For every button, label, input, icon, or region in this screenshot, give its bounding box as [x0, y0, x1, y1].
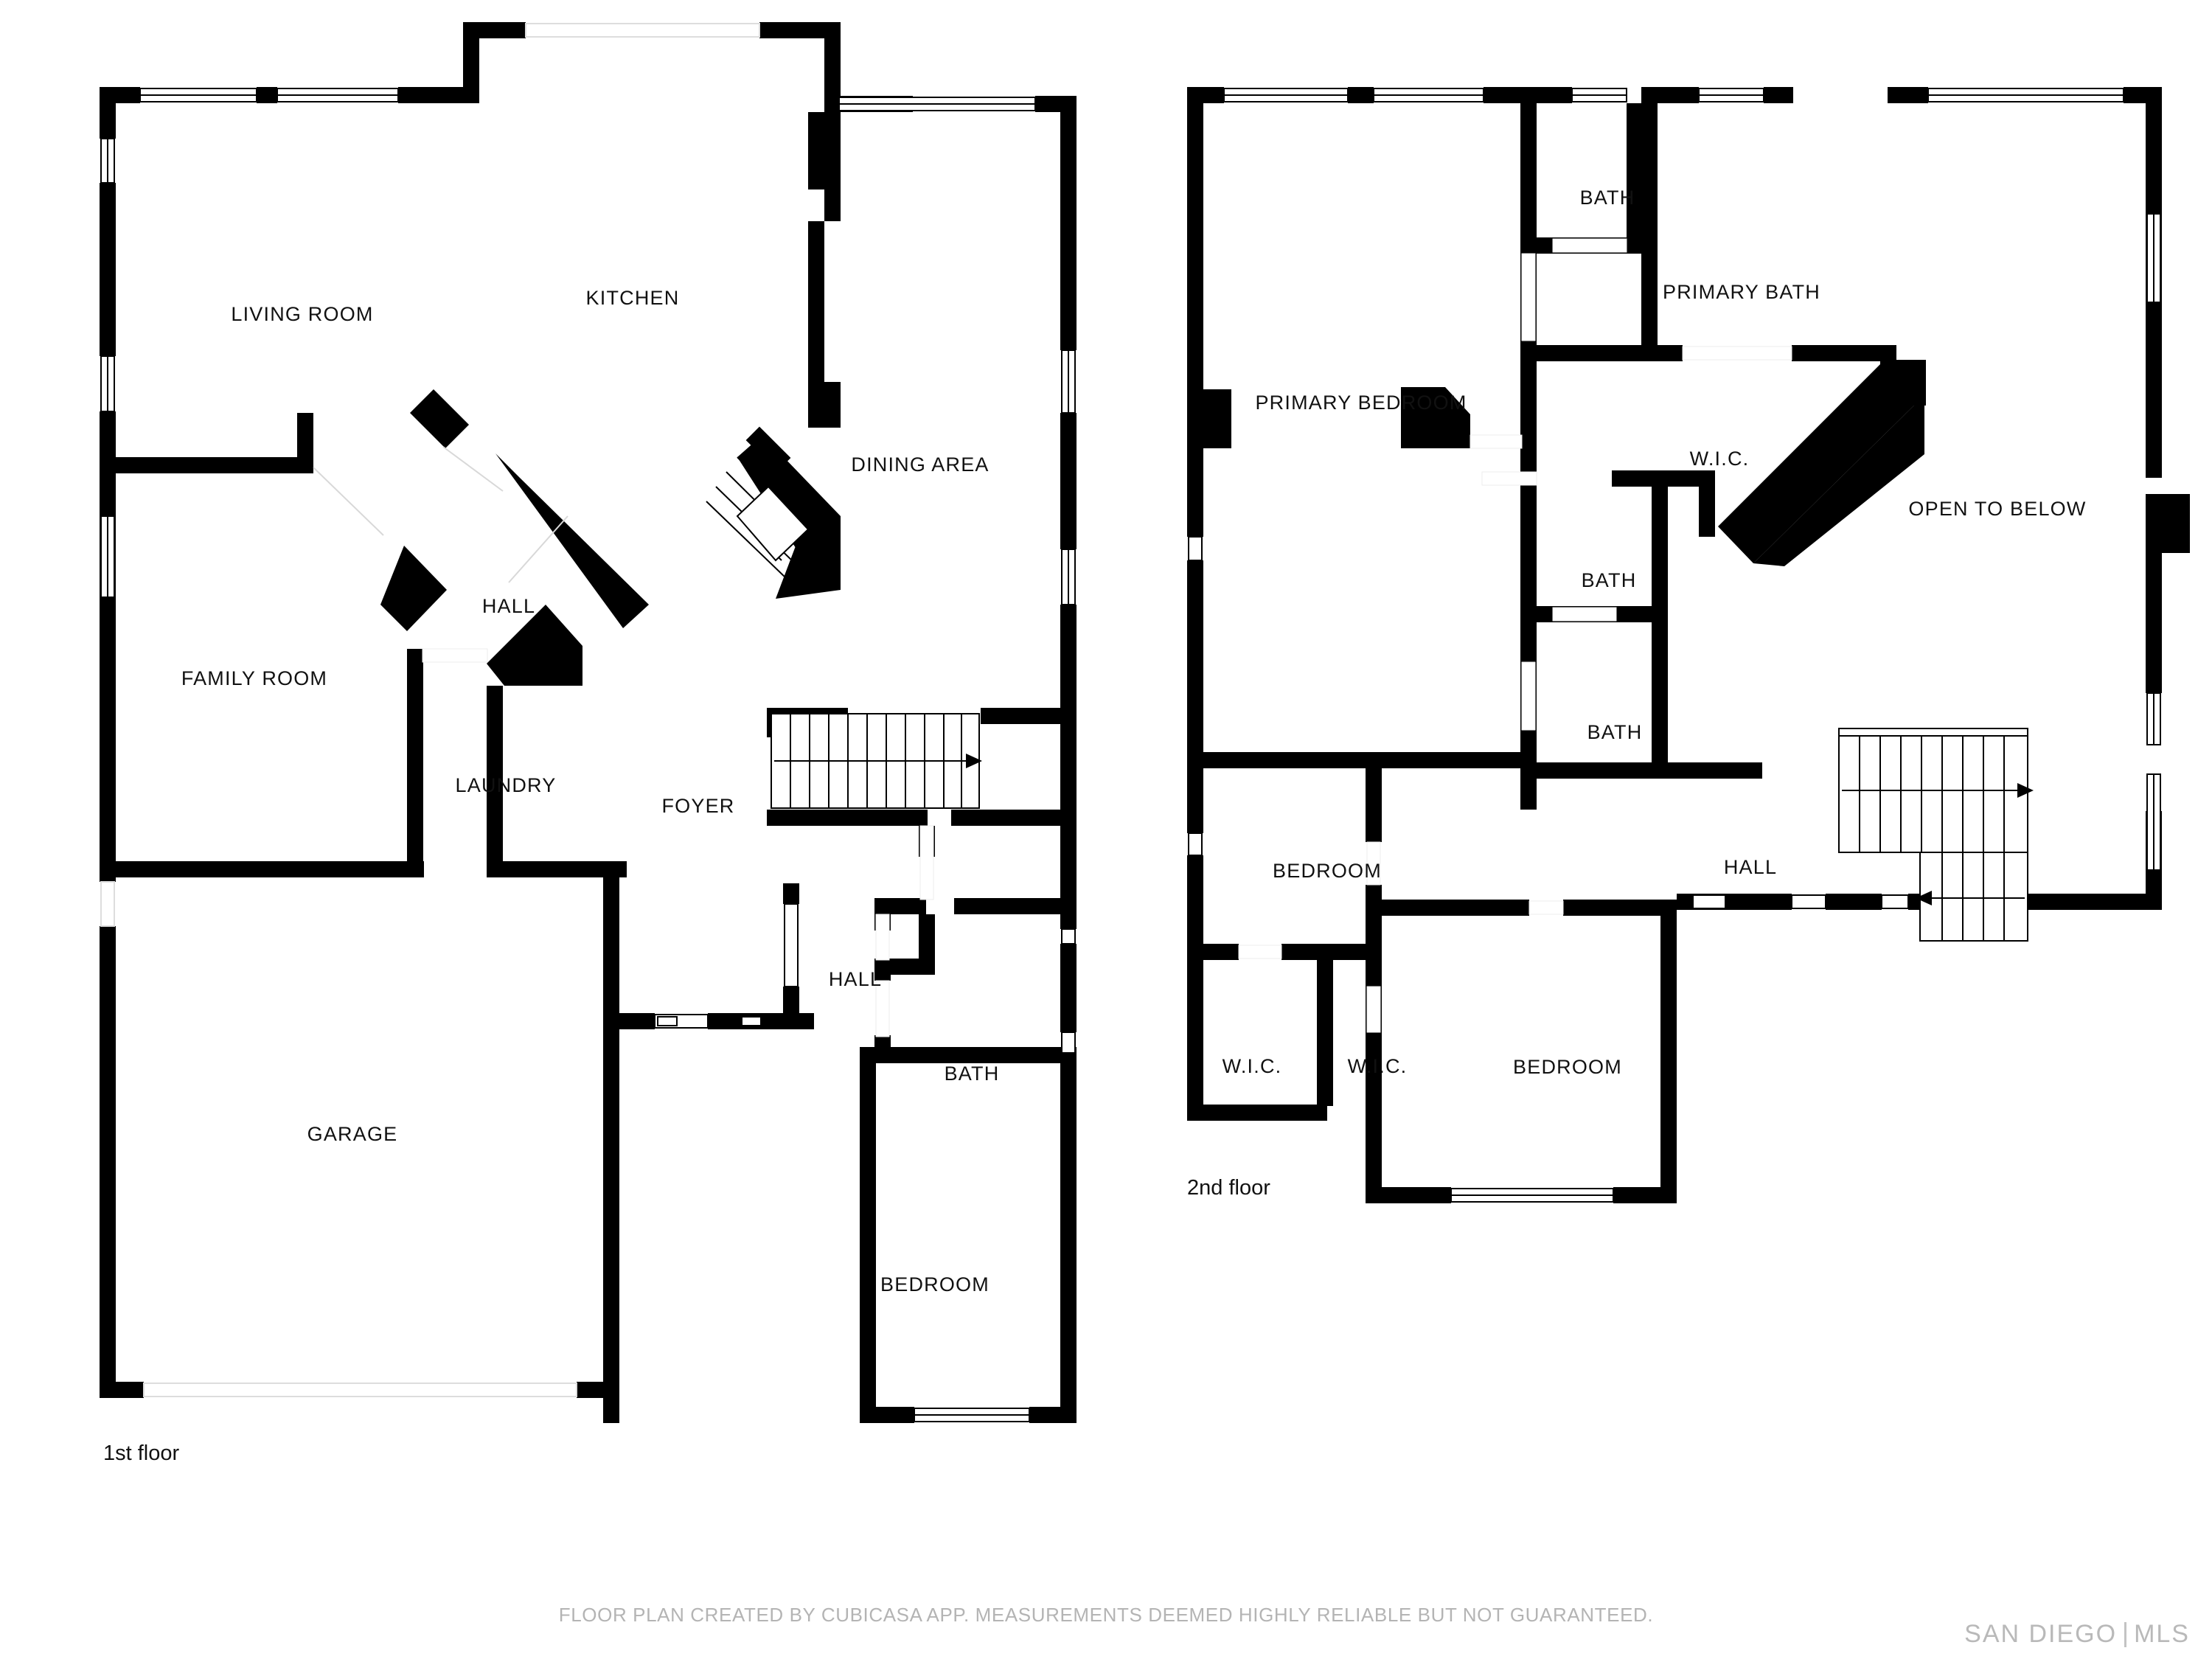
room-label: GARAGE — [307, 1123, 398, 1145]
room-label: HALL — [829, 968, 882, 990]
room-label: BEDROOM — [1273, 860, 1382, 882]
door-opening — [1682, 346, 1792, 361]
kitchen-stair-detail — [706, 456, 810, 579]
room-labels-second-floor: BATH PRIMARY BATH PRIMARY BEDROOM W.I.C. OPE… — [1222, 187, 2086, 1078]
staircase-first-floor — [771, 713, 982, 809]
window — [100, 355, 115, 412]
door-opening — [1481, 471, 1537, 486]
window — [100, 515, 115, 598]
walls-second-floor — [1187, 87, 2190, 1203]
window — [100, 138, 115, 184]
window — [100, 881, 115, 927]
door-opening — [919, 825, 934, 900]
room-label: W.I.C. — [1222, 1055, 1282, 1077]
window — [1188, 536, 1203, 561]
door-opening — [1528, 900, 1564, 915]
room-label: BEDROOM — [1513, 1056, 1622, 1078]
door-opening — [784, 903, 799, 987]
window — [1881, 894, 1909, 909]
door-swing — [313, 446, 568, 583]
window — [276, 88, 399, 102]
window — [1223, 88, 1349, 102]
room-labels-first-floor: LIVING ROOM KITCHEN DINING AREA HALL FAMILY … — [181, 287, 1000, 1295]
window — [838, 97, 1036, 111]
room-label: BEDROOM — [880, 1273, 990, 1295]
walls-first-floor — [100, 22, 1077, 1423]
door-opening — [1552, 607, 1617, 622]
window — [1450, 1188, 1614, 1203]
window — [1061, 1032, 1076, 1054]
room-label: LAUNDRY — [456, 774, 557, 796]
staircase-second-floor — [1838, 728, 2034, 942]
door-opening — [1521, 661, 1536, 731]
room-label: W.I.C. — [1348, 1055, 1408, 1077]
room-label: BATH — [1580, 187, 1635, 209]
room-label: FOYER — [661, 795, 734, 817]
door-opening — [424, 863, 484, 876]
garage-door — [143, 1382, 577, 1397]
room-label: PRIMARY BEDROOM — [1255, 392, 1467, 414]
door-opening — [1470, 434, 1523, 449]
logo-text-left: SAN DIEGO — [1964, 1620, 2118, 1648]
room-label: W.I.C. — [1690, 448, 1750, 470]
logo-text-right: MLS — [2134, 1620, 2190, 1648]
window — [1061, 928, 1076, 945]
room-label: BATH — [1587, 721, 1643, 743]
room-label: HALL — [482, 595, 535, 617]
door-opening — [875, 980, 890, 1037]
window — [525, 23, 760, 38]
door-opening — [1366, 986, 1381, 1033]
room-label: DINING AREA — [851, 453, 989, 476]
door-opening — [1552, 238, 1627, 253]
door-opening — [1521, 253, 1536, 341]
floor-plan-first-floor — [100, 22, 1077, 1423]
window — [1571, 88, 1627, 102]
door-opening — [422, 648, 488, 663]
window — [914, 1408, 1030, 1422]
window — [139, 88, 257, 102]
window — [1698, 88, 1764, 102]
openings-first-floor — [100, 23, 1076, 1422]
logo-divider-icon — [2124, 1621, 2127, 1647]
room-label: BATH — [945, 1062, 1000, 1085]
door-opening — [654, 1014, 762, 1029]
window — [1188, 832, 1203, 856]
window — [1791, 894, 1826, 909]
window — [1061, 549, 1076, 605]
room-label: BATH — [1582, 569, 1637, 591]
window — [1061, 349, 1076, 414]
room-label: FAMILY ROOM — [181, 667, 327, 689]
openings-second-floor — [1188, 88, 2161, 1203]
room-label: OPEN TO BELOW — [1908, 498, 2086, 520]
window — [2146, 213, 2161, 303]
disclaimer-text: FLOOR PLAN CREATED BY CUBICASA APP. MEAS… — [558, 1604, 1654, 1626]
angled-wall — [1401, 387, 1470, 448]
window — [1692, 894, 1726, 909]
room-label: KITCHEN — [586, 287, 680, 309]
door-opening — [1366, 841, 1381, 886]
floor-label-second: 2nd floor — [1187, 1176, 1270, 1200]
window — [2146, 773, 2161, 871]
room-label: LIVING ROOM — [231, 303, 373, 325]
floor-plan-second-floor — [1187, 87, 2190, 1203]
window — [1927, 88, 2124, 102]
room-label: PRIMARY BATH — [1663, 281, 1820, 303]
door-opening — [1238, 945, 1282, 959]
stair-up-arrow-icon — [2017, 783, 2034, 798]
room-label: HALL — [1724, 856, 1777, 878]
floor-label-first: 1st floor — [103, 1441, 179, 1465]
window — [2146, 692, 2161, 745]
window — [1373, 88, 1484, 102]
stair-direction-arrow-icon — [966, 754, 982, 768]
door-opening — [875, 914, 890, 961]
san-diego-mls-logo: SAN DIEGO MLS — [1964, 1620, 2190, 1649]
stair-down-arrow-icon — [1916, 891, 1932, 905]
